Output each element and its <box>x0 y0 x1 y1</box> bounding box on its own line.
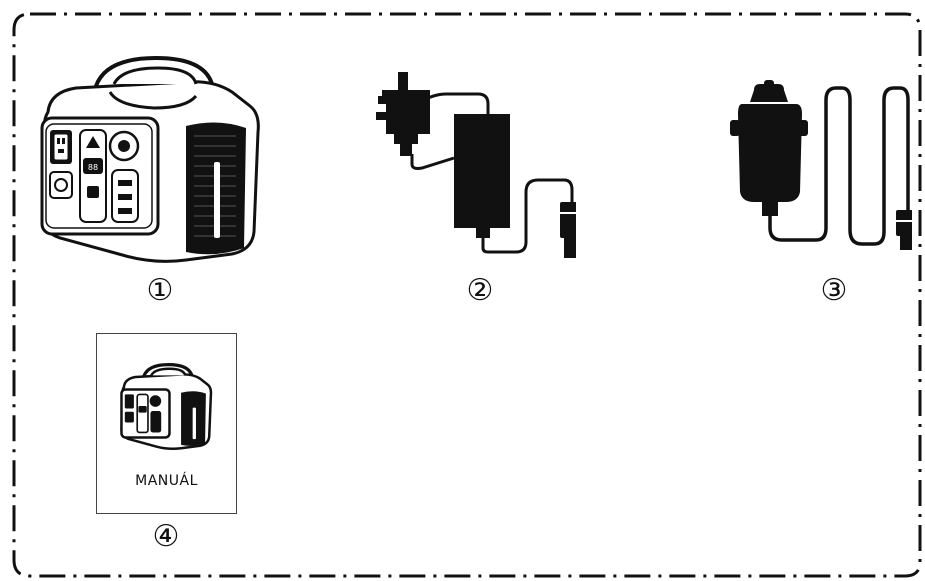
item-1-number: ① <box>146 273 174 308</box>
car-charger-illustration <box>730 80 912 250</box>
svg-text:88: 88 <box>88 163 98 172</box>
item-2-number: ② <box>466 273 494 308</box>
manual-label: MANUÁL <box>135 473 198 489</box>
item-4-number: ④ <box>152 519 180 554</box>
ac-adapter-illustration <box>376 72 576 258</box>
item-3-number: ③ <box>820 273 848 308</box>
power-station-illustration: 88 <box>40 55 260 263</box>
manual-booklet: MANUÁL <box>96 333 237 514</box>
manual-cover-illustration <box>120 362 213 450</box>
